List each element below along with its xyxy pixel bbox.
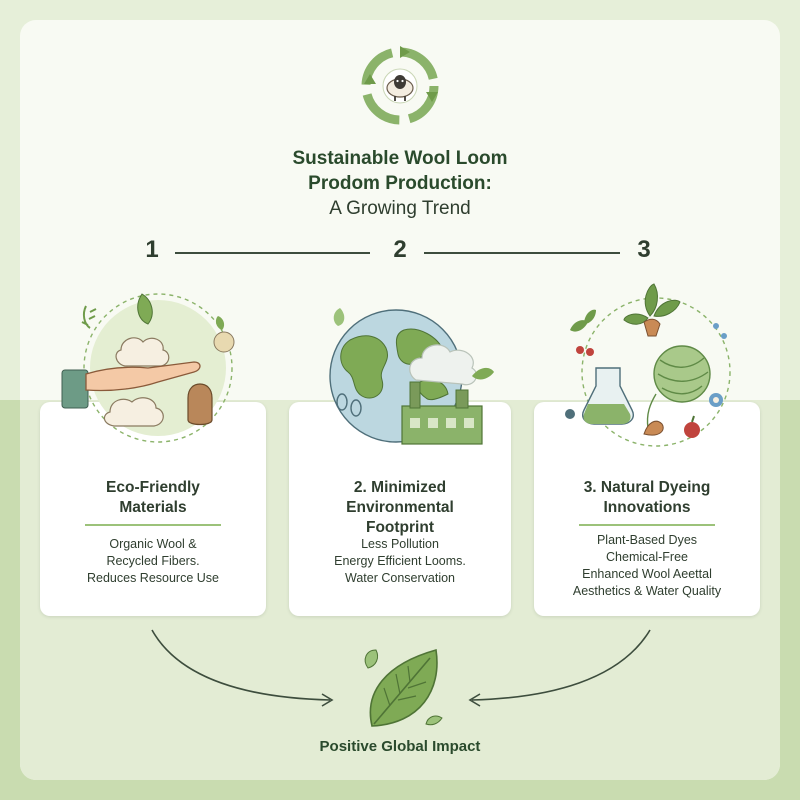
divider	[85, 524, 221, 526]
step-card-title: 3. Natural Dyeing Innovations	[583, 479, 711, 516]
globe-factory-icon	[329, 308, 494, 445]
page-title: Sustainable Wool Loom Prodom Production:	[292, 148, 508, 194]
step-card-3: 3. Natural Dyeing Innovations Plant-Base…	[534, 402, 760, 616]
step-connector-line	[175, 252, 370, 254]
hand-with-wool-icon	[61, 293, 235, 443]
step-card-description: Organic Wool & Recycled Fibers. Reduces …	[86, 537, 219, 585]
recycle-sheep-icon	[361, 46, 439, 125]
converging-arrows	[151, 629, 651, 707]
divider	[579, 524, 715, 526]
step-number-1: 1	[145, 236, 159, 263]
impact-label: Positive Global Impact	[319, 738, 481, 755]
step-number-3: 3	[637, 236, 651, 263]
step-card-1: Eco-Friendly Materials Organic Wool & Re…	[40, 402, 266, 616]
step-card-title: 2. Minimized Environmental Footprint	[346, 479, 454, 536]
page-subtitle: A Growing Trend	[329, 198, 471, 219]
step-number-2: 2	[393, 236, 407, 263]
plants-yarn-flask-icon	[565, 283, 731, 447]
step-connector-line	[424, 252, 620, 254]
step-card-description: Plant-Based Dyes Chemical-Free Enhanced …	[572, 533, 722, 598]
step-card-description: Less Pollution Energy Efficient Looms. W…	[334, 537, 466, 585]
step-card-title: Eco-Friendly Materials	[106, 479, 200, 516]
leaf-icon	[364, 648, 443, 727]
